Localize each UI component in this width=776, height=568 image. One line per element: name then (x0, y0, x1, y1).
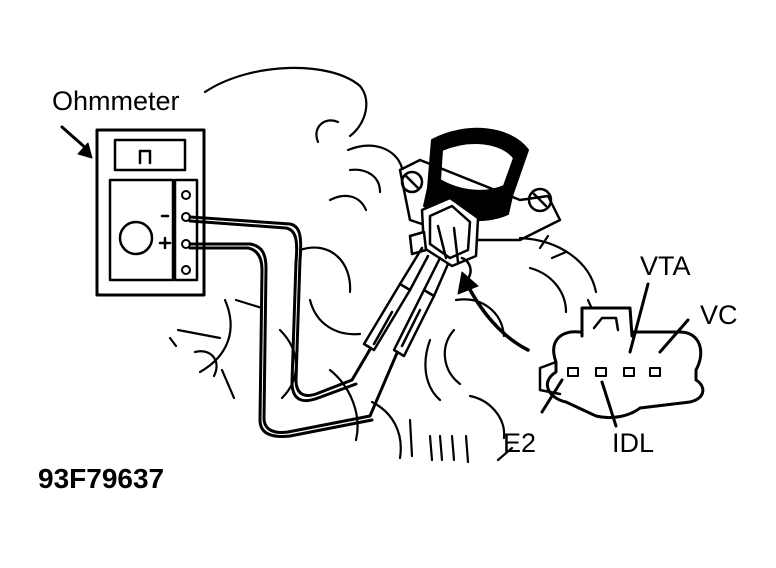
pulse-symbol-icon (138, 149, 152, 165)
figure-id: 93F79637 (38, 463, 165, 494)
probes (362, 246, 450, 358)
arrow-head-icon (457, 271, 479, 295)
test-leads (188, 215, 402, 438)
engine-background (168, 66, 598, 464)
ohmmeter (95, 128, 206, 297)
idl-label: IDL (612, 428, 655, 458)
pin-vc (649, 367, 661, 377)
pin-vta (623, 367, 635, 377)
meter-dial[interactable] (118, 220, 154, 256)
connector-detail (538, 282, 705, 428)
pin-e2 (567, 367, 579, 377)
ohmmeter-label: Ohmmeter (52, 86, 180, 116)
pointer-arrows (60, 125, 530, 352)
e2-label: E2 (503, 428, 537, 458)
meter-display (113, 138, 187, 172)
sensor-connector (408, 196, 480, 284)
vta-label: VTA (640, 251, 691, 281)
throttle-position-sensor (398, 127, 562, 242)
vc-label: VC (700, 300, 738, 330)
pin-idl (595, 367, 607, 377)
arrow-head-icon (77, 142, 93, 159)
